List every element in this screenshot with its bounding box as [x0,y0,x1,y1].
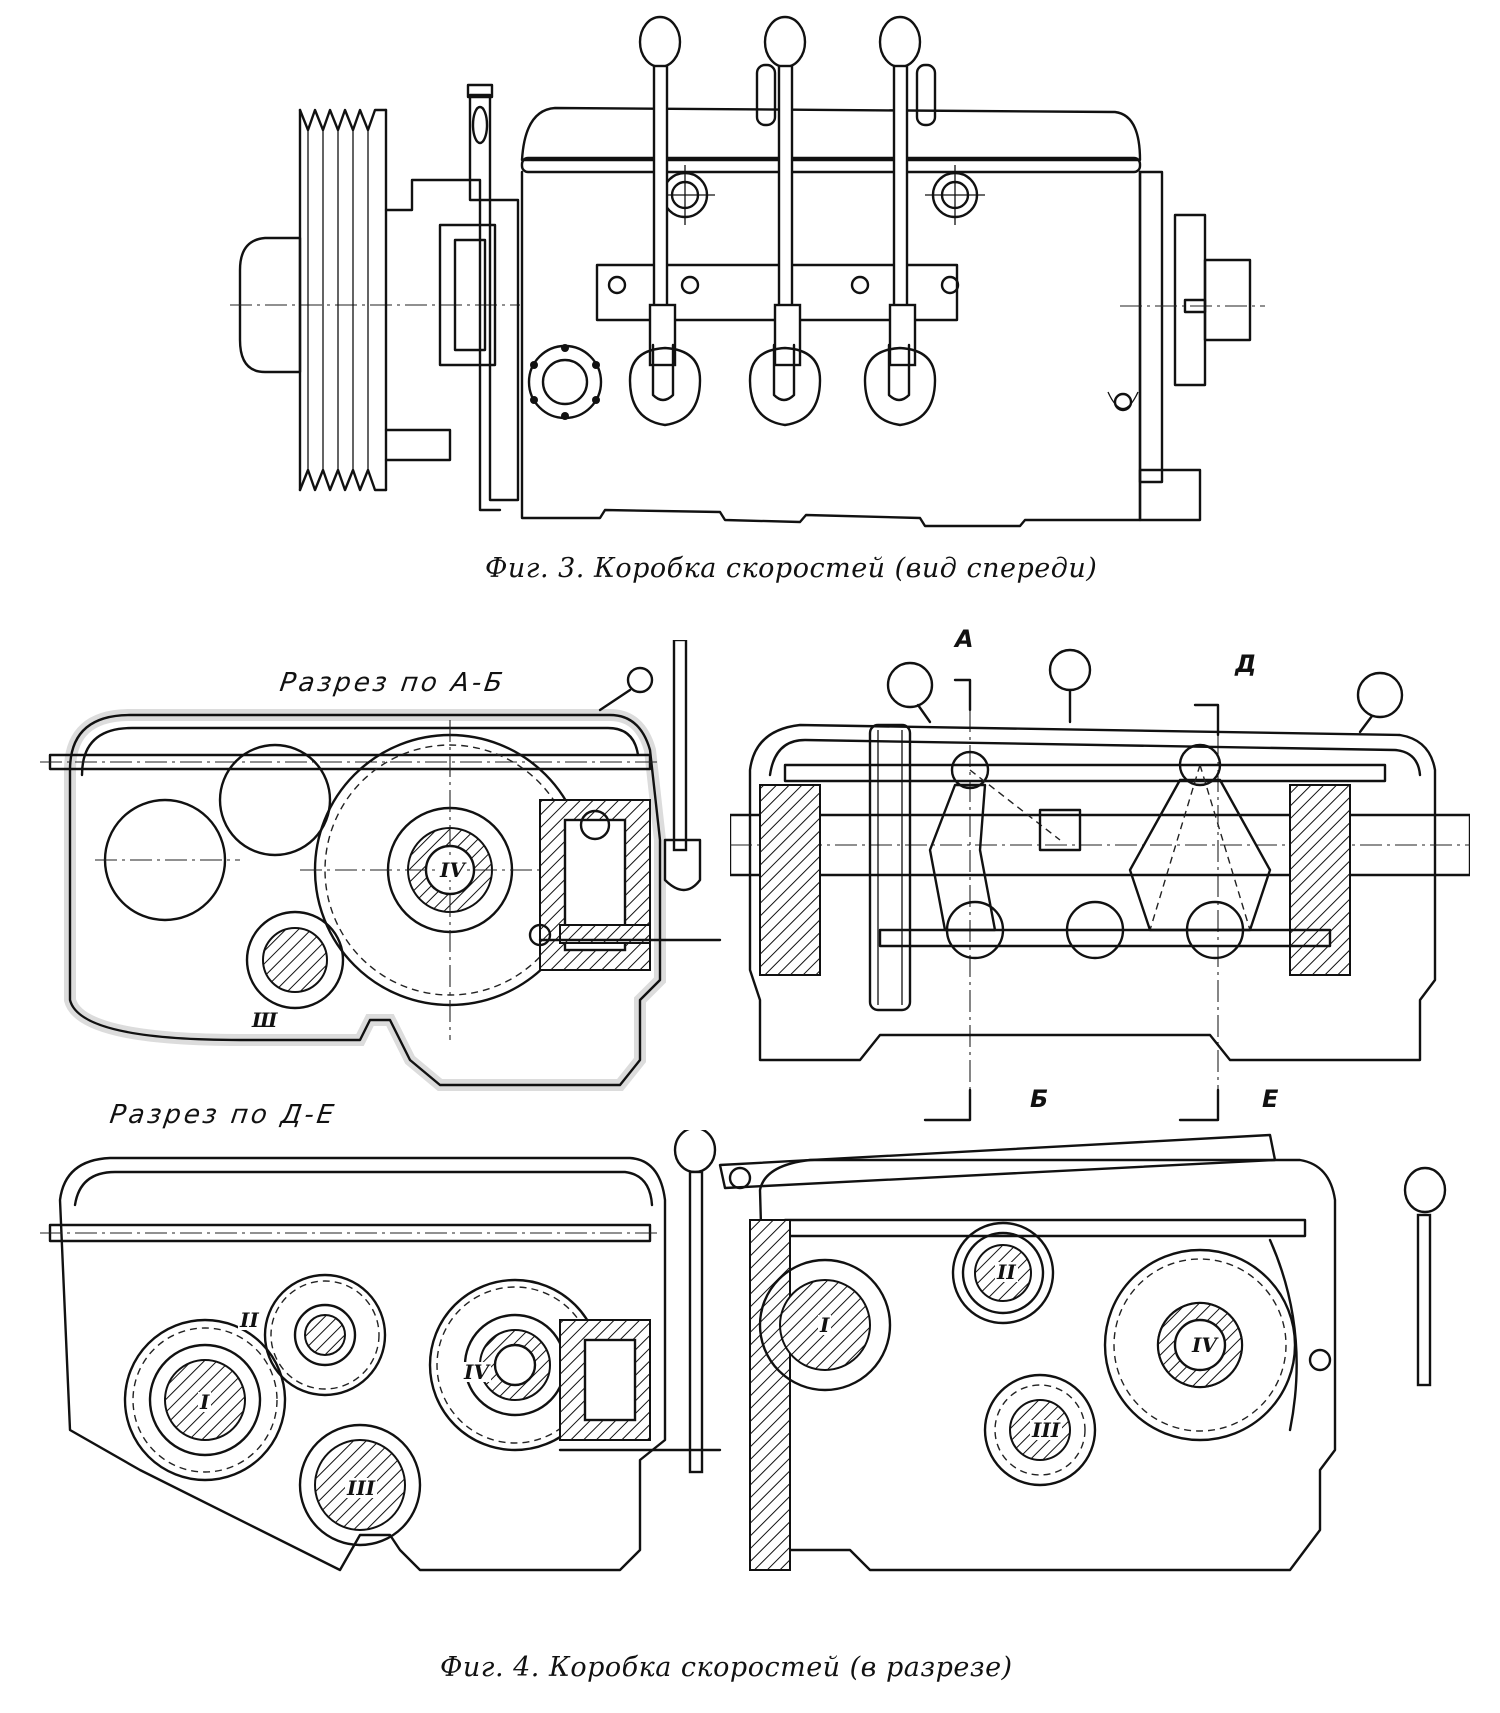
shaft-label-ii-side: II [995,1260,1018,1284]
gearbox-housing [520,106,1265,528]
section-mark-e: Е [1262,1085,1279,1113]
side-flange [384,83,520,512]
section-mark-a: А [955,625,974,653]
section-mark-d: Д [1235,650,1257,678]
shaft-label-ii-de: II [238,1308,261,1332]
oil-sight-glass [527,344,603,420]
shift-lever-2 [748,15,822,427]
drain-plug [1107,391,1139,412]
inspection-plug-right [925,165,985,225]
shaft-label-iv-side: IV [1190,1333,1219,1357]
side-section-drawing [730,640,1470,1160]
section-de-drawing [40,1130,730,1610]
figure-3-caption: Фиг. 3. Коробка скоростей (вид спереди) [485,553,1098,584]
side-section-lower-drawing [710,1130,1470,1610]
section-mark-b: Б [1030,1085,1049,1113]
shift-lever-3 [863,15,937,427]
v-belt-pulley [298,108,388,492]
shaft-label-iii-de: III [345,1476,378,1500]
motor-hub [230,236,520,374]
figure-3-front-view [0,0,1500,560]
section-de-title: Разрез по Д-Е [107,1100,339,1130]
shift-lever-1 [628,15,702,427]
gearbox-front-view-drawing [230,15,1265,528]
shaft-label-iv-de: IV [462,1360,491,1384]
section-ab-drawing [40,640,730,1140]
shaft-label-i-side: I [818,1313,832,1337]
figure-4-caption: Фиг. 4. Коробка скоростей (в разрезе) [440,1652,1013,1683]
shaft-label-i-de: I [198,1390,212,1414]
shaft-label-iii-side: III [1030,1418,1063,1442]
shaft-label-iii-ab: Ш [250,1008,280,1032]
shaft-label-iv-ab: IV [438,858,467,882]
